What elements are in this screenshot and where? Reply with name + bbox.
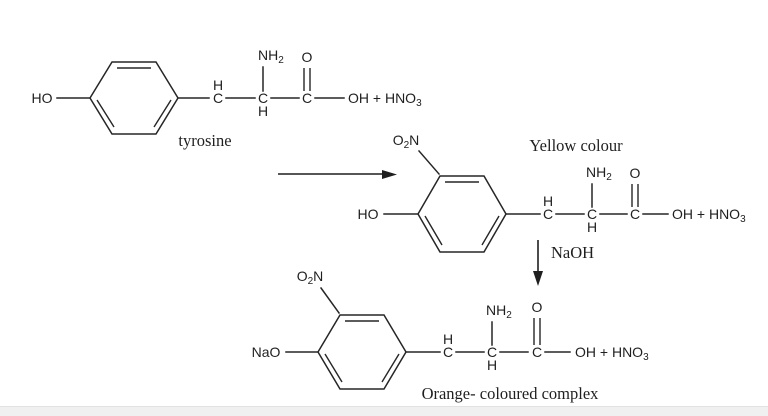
reaction-arrow-down: NaOH: [533, 240, 594, 286]
double-bond-inner: [96, 99, 115, 128]
double-bond-inner: [381, 353, 400, 383]
acid-tail-label: OH + HNO3: [575, 344, 649, 363]
carbon-label: C: [587, 206, 597, 222]
hydrogen-label: H: [213, 77, 223, 93]
carbon-label: C: [532, 344, 542, 360]
nitro-group-label: O2N: [393, 132, 420, 151]
hydroxyl-label: HO: [358, 206, 379, 222]
carbon-label: C: [443, 344, 453, 360]
tyrosine-structure: HO H C C H NH2 C O OH + HNO3 tyrosine: [32, 47, 423, 150]
hydrogen-label: H: [587, 219, 597, 235]
acid-tail-label: OH + HNO3: [672, 206, 746, 225]
carbonyl-oxygen-label: O: [532, 299, 543, 315]
amine-label: NH2: [586, 164, 612, 183]
double-bond-inner: [153, 99, 172, 128]
bottom-bar: [0, 406, 768, 416]
arrow-head-icon: [533, 271, 543, 286]
carbon-label: C: [213, 90, 223, 106]
amine-label: NH2: [258, 47, 284, 66]
carbon-label: C: [258, 90, 268, 106]
amine-label: NH2: [486, 302, 512, 321]
structure-caption: Orange- coloured complex: [422, 384, 600, 403]
hydrogen-label: H: [487, 357, 497, 373]
sodium-oxide-label: NaO: [252, 344, 281, 360]
reaction-arrow-right: [278, 170, 397, 179]
structure-caption: Yellow colour: [529, 136, 623, 155]
nitro-group-label: O2N: [297, 268, 324, 287]
carbon-label: C: [487, 344, 497, 360]
carbonyl-oxygen-label: O: [630, 165, 641, 181]
arrow-head-icon: [382, 170, 397, 179]
nitrotyrosine-structure: O2N HO H C C H NH2 C O OH + HNO3: [358, 132, 746, 253]
hydrogen-label: H: [443, 331, 453, 347]
carbon-label: C: [543, 206, 553, 222]
sodium-complex-structure: O2N NaO H C C H NH2 C O OH + HNO3: [252, 268, 649, 403]
benzene-ring: [317, 314, 407, 390]
nitro-bond: [319, 286, 341, 315]
benzene-ring: [417, 175, 507, 253]
reagent-label: NaOH: [551, 243, 594, 262]
structure-caption: tyrosine: [178, 131, 231, 150]
carbon-label: C: [302, 90, 312, 106]
hydrogen-label: H: [258, 103, 268, 119]
carbon-label: C: [630, 206, 640, 222]
hydroxyl-label: HO: [32, 90, 53, 106]
double-bond-inner: [324, 353, 343, 383]
acid-tail-label: OH + HNO3: [348, 90, 422, 109]
carbonyl-oxygen-label: O: [302, 49, 313, 65]
nitro-bond: [417, 149, 441, 176]
benzene-ring: [89, 61, 179, 135]
hydrogen-label: H: [543, 193, 553, 209]
double-bond-inner: [481, 215, 500, 246]
double-bond-inner: [424, 215, 443, 246]
